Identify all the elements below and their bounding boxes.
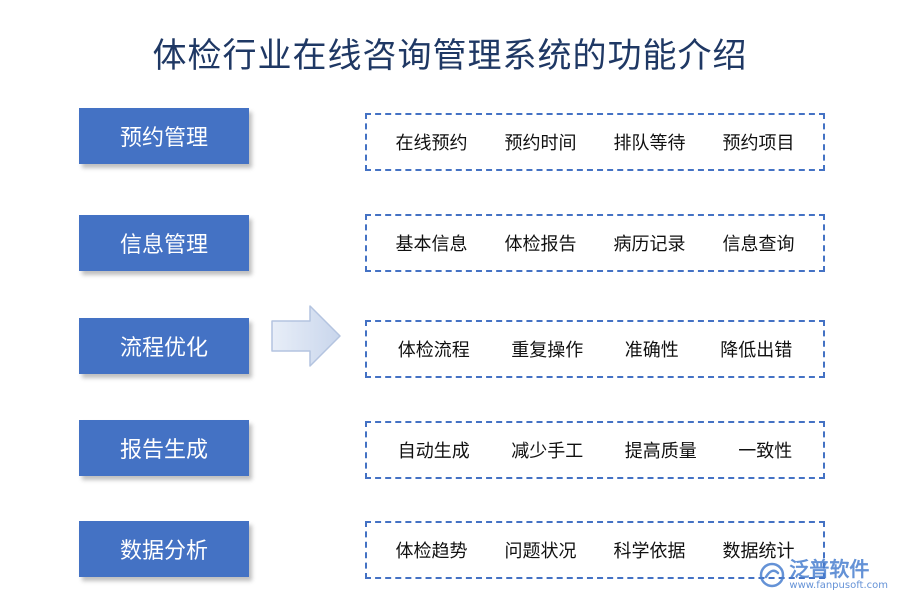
category-box-report: 报告生成: [79, 420, 249, 476]
right-arrow-icon: [271, 305, 341, 367]
feature-box-analysis: 体检趋势 问题状况 科学依据 数据统计: [365, 521, 825, 579]
brand-name: 泛普软件: [789, 557, 870, 581]
feature-box-information: 基本信息 体检报告 病历记录 信息查询: [365, 214, 825, 272]
feature-item: 体检流程: [397, 340, 470, 361]
feature-item: 信息查询: [722, 234, 795, 255]
category-box-appointment: 预约管理: [79, 108, 249, 164]
feature-item: 准确性: [624, 340, 679, 361]
feature-item: 提高质量: [624, 441, 697, 462]
feature-item: 体检报告: [504, 234, 577, 255]
feature-item: 体检趋势: [395, 541, 468, 562]
category-box-information: 信息管理: [79, 215, 249, 271]
feature-box-appointment: 在线预约 预约时间 排队等待 预约项目: [365, 113, 825, 171]
feature-item: 预约时间: [504, 133, 577, 154]
brand-url: www.fanpusoft.com: [789, 580, 888, 591]
feature-box-report: 自动生成 减少手工 提高质量 一致性: [365, 421, 825, 479]
diagram-title: 体检行业在线咨询管理系统的功能介绍: [152, 36, 748, 76]
feature-item: 重复操作: [511, 340, 584, 361]
brand-watermark: 泛普软件 www.fanpusoft.com: [759, 558, 888, 592]
feature-item: 科学依据: [613, 541, 686, 562]
feature-box-process: 体检流程 重复操作 准确性 降低出错: [365, 320, 825, 378]
feature-item: 减少手工: [511, 441, 584, 462]
feature-item: 自动生成: [397, 441, 470, 462]
feature-item: 在线预约: [395, 133, 468, 154]
feature-item: 预约项目: [722, 133, 795, 154]
feature-item: 问题状况: [504, 541, 577, 562]
category-box-process: 流程优化: [79, 318, 249, 374]
brand-logo-icon: [760, 562, 785, 588]
feature-item: 一致性: [738, 441, 793, 462]
feature-item: 排队等待: [613, 133, 686, 154]
feature-item: 病历记录: [613, 234, 686, 255]
feature-item: 基本信息: [395, 234, 468, 255]
feature-item: 降低出错: [720, 340, 793, 361]
category-box-analysis: 数据分析: [79, 521, 249, 577]
feature-item: 数据统计: [722, 541, 795, 562]
